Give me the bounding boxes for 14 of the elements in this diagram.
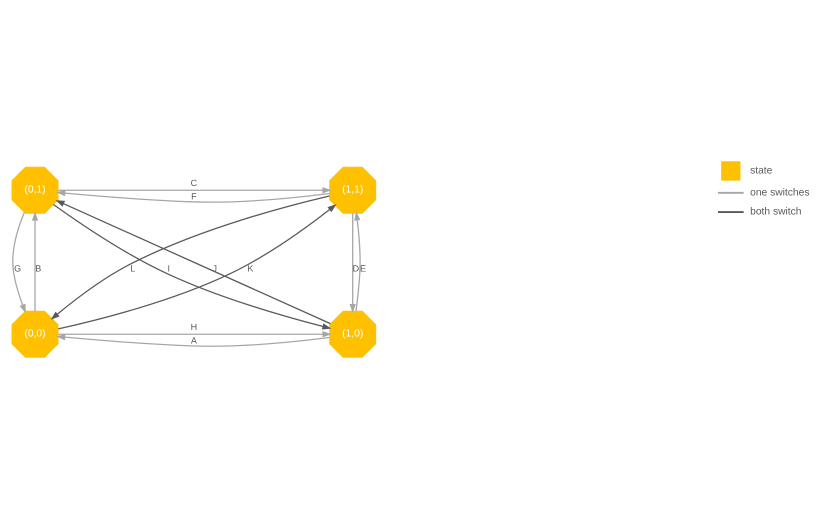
edge-label: I bbox=[168, 263, 170, 274]
edge-label: B bbox=[35, 263, 42, 274]
legend-label: both switch bbox=[750, 206, 802, 218]
edge-label: L bbox=[130, 263, 136, 274]
edge-label: E bbox=[360, 263, 366, 274]
edge-label: G bbox=[14, 263, 22, 274]
edge-label: K bbox=[247, 263, 254, 274]
edge-label: C bbox=[190, 178, 198, 188]
edge-label: A bbox=[190, 335, 197, 346]
legend-label: state bbox=[750, 165, 772, 176]
edge-label: H bbox=[190, 322, 198, 332]
edge-label: F bbox=[191, 191, 197, 202]
edge-label: D bbox=[352, 263, 360, 274]
legend-label: one switches bbox=[750, 187, 810, 198]
